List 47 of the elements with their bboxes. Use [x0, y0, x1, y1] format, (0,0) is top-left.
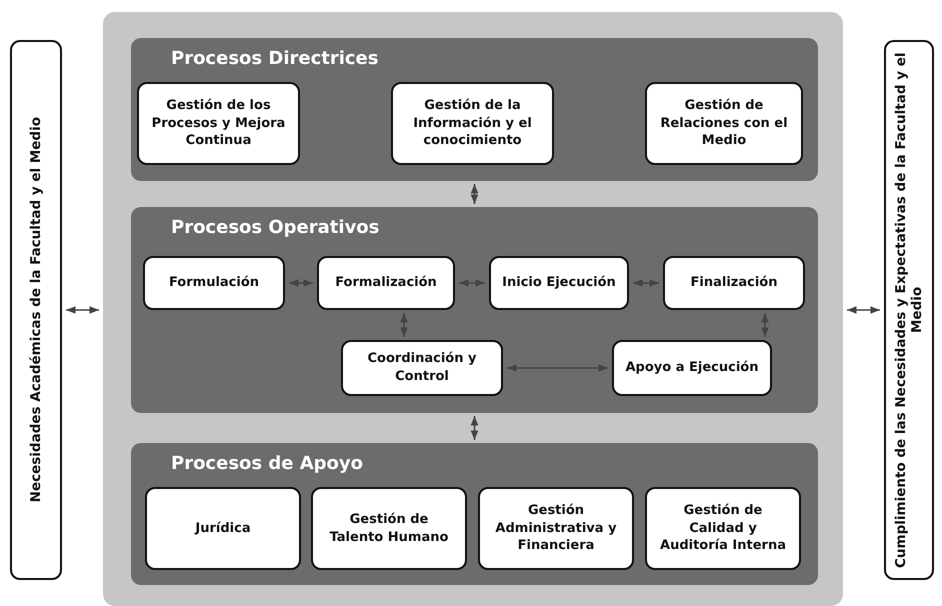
process-box	[391, 82, 554, 165]
group-heading: Procesos de Apoyo	[171, 453, 364, 474]
process-group-panel	[131, 38, 818, 181]
connector-arrow	[289, 279, 313, 287]
process-label: Finalización	[690, 274, 778, 292]
process-label: Formulación	[168, 274, 260, 292]
process-box	[137, 82, 300, 165]
connector-arrow	[847, 306, 880, 314]
connector-arrow	[633, 279, 659, 287]
connector-arrow	[761, 313, 769, 337]
side-text-box	[10, 40, 62, 580]
connector-arrow	[459, 279, 485, 287]
process-label: Formalización	[335, 274, 437, 292]
connector-arrow	[507, 364, 608, 372]
process-box	[645, 487, 801, 570]
process-label: Inicio Ejecución	[502, 274, 616, 292]
connector-arrow	[66, 306, 99, 314]
process-box	[645, 82, 803, 165]
connector-arrow	[470, 184, 478, 204]
process-box	[317, 256, 455, 310]
process-box	[612, 340, 772, 396]
side-label: Necesidades Académicas de la Facultad y el Medio	[28, 117, 44, 503]
process-group-panel	[131, 207, 818, 413]
process-label: Gestión de Talento Humano	[328, 510, 450, 546]
side-label: Cumplimiento de las Necesidades y Expectativas de la Facultad y el Medio	[892, 51, 926, 570]
background-panel	[103, 12, 843, 606]
process-box	[341, 340, 503, 396]
connector-arrow	[400, 313, 408, 337]
process-group-panel	[131, 443, 818, 585]
group-heading: Procesos Operativos	[171, 217, 380, 238]
process-label: Gestión de Calidad y Auditoría Interna	[659, 502, 787, 555]
process-box	[311, 487, 467, 570]
process-box	[478, 487, 634, 570]
group-heading: Procesos Directrices	[171, 48, 378, 69]
process-label: Gestión Administrativa y Financiera	[494, 502, 618, 555]
side-text-box	[884, 40, 934, 580]
process-box	[145, 487, 301, 570]
process-box	[489, 256, 629, 310]
connector-arrow	[470, 416, 478, 440]
process-label: Apoyo a Ejecución	[626, 359, 758, 377]
process-label: Jurídica	[195, 520, 251, 538]
process-box	[663, 256, 805, 310]
process-label: Gestión de la Información y el conocimiento	[412, 97, 533, 150]
process-label: Coordinación y Control	[366, 350, 478, 386]
process-box	[143, 256, 285, 310]
process-label: Gestión de los Procesos y Mejora Continua	[150, 97, 286, 150]
process-label: Gestión de Relaciones con el Medio	[659, 97, 789, 150]
